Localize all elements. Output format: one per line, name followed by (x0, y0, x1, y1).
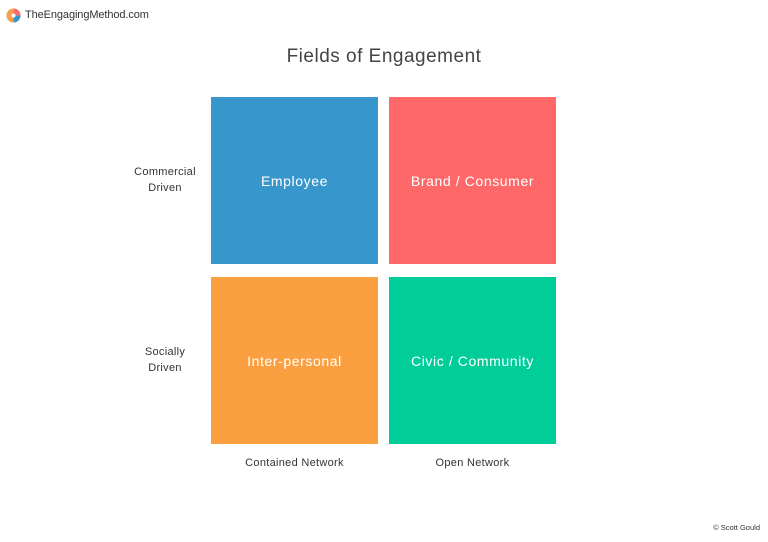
quadrant-employee: Employee (211, 97, 378, 264)
row-label-commercial: Commercial Driven (115, 164, 215, 196)
brand[interactable]: TheEngagingMethod.com (6, 6, 149, 24)
quadrant-label: Employee (260, 172, 329, 189)
quadrant-inter-personal: Inter-personal (211, 277, 378, 444)
row-label-line: Driven (148, 182, 182, 194)
brand-name: TheEngagingMethod.com (25, 9, 149, 21)
quadrant-brand-consumer: Brand / Consumer (389, 97, 556, 264)
row-label-socially: Socially Driven (115, 344, 215, 376)
row-label-line: Driven (148, 362, 182, 374)
copyright: © Scott Gould (713, 523, 760, 532)
engaging-method-logo-icon (6, 7, 21, 23)
row-label-line: Commercial (134, 166, 196, 178)
column-label-contained-network: Contained Network (245, 457, 344, 469)
quadrant-label: Inter-personal (247, 352, 342, 369)
quadrant-label: Brand / Consumer (410, 172, 535, 189)
column-label-open-network: Open Network (435, 457, 510, 469)
quadrant-label: Civic / Community (411, 352, 534, 369)
row-label-line: Socially (144, 346, 186, 358)
diagram-title: Fields of Engagement (286, 46, 482, 67)
quadrant-civic-community: Civic / Community (389, 277, 556, 444)
